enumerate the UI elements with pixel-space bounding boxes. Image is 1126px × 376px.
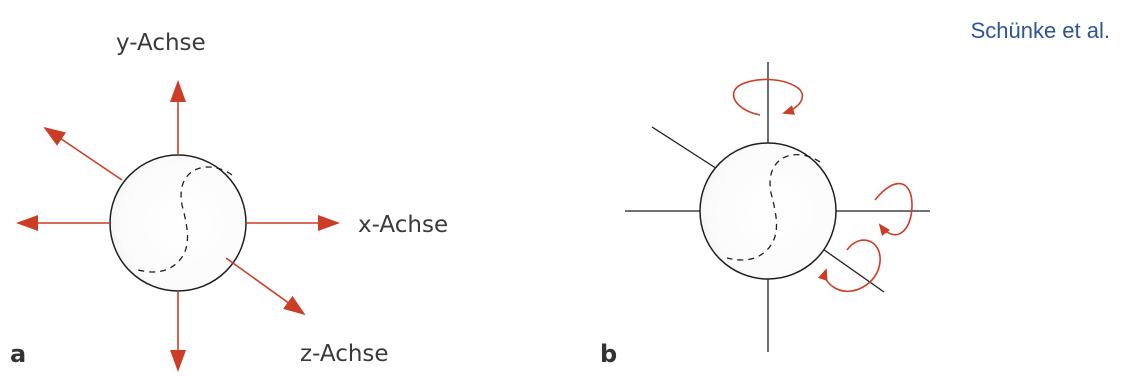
panel-a-letter: a [10,340,26,368]
x-axis-label: x-Achse [358,212,448,238]
rotation-arrow-vertical-axis [732,78,804,116]
joint-ball-b [699,142,837,280]
z-axis-arrow [225,257,306,316]
joint-ball-a [109,154,247,292]
z-axis-label: z-Achse [300,341,389,367]
credit-text: Schünke et al. [970,18,1110,43]
socket-dashed-outline-b [726,154,821,261]
y-axis-label: y-Achse [116,30,206,56]
diagonal-axis-upper-line [651,126,726,175]
panel-b-letter: b [600,340,617,368]
rotation-arrow-horizontal-axis [874,182,913,236]
panel-b: b [600,62,930,368]
diagonal-up-left-arrow [43,126,123,181]
panel-a: y-Achse x-Achse z-Achse a [10,30,448,372]
rotation-arrow-diagonal-axis [818,239,881,293]
socket-dashed-outline-a [137,166,233,273]
